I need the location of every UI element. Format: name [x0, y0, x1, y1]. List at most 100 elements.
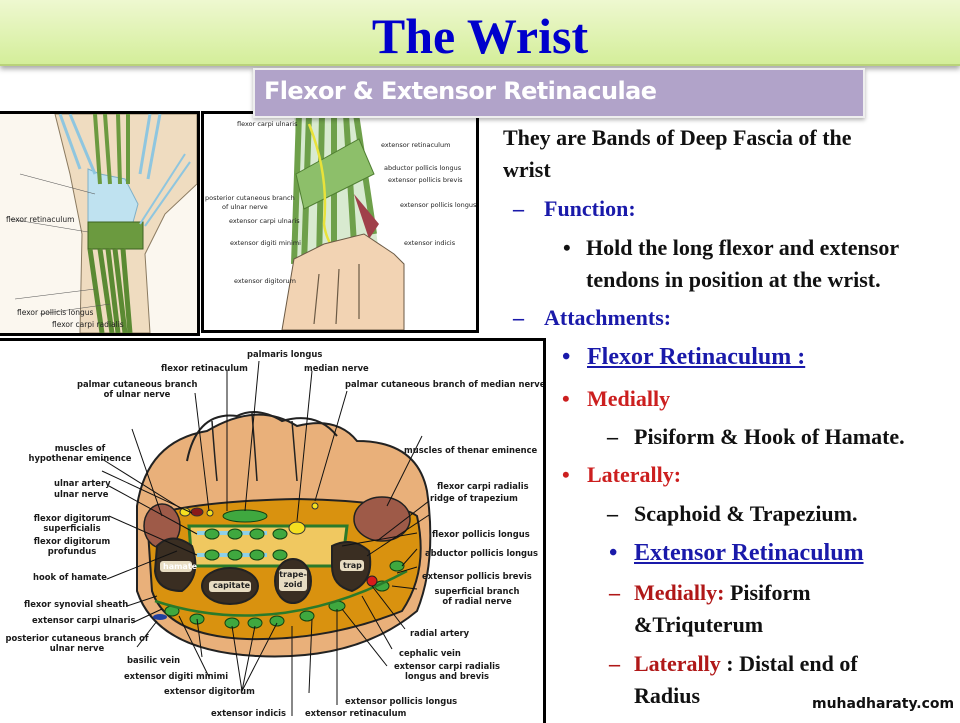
label-line: of radial nerve — [442, 596, 512, 606]
flexor-laterally-label: Laterally: — [587, 462, 682, 487]
label-extensor-carpi-ulnaris: extensor carpi ulnaris — [32, 615, 136, 625]
label-posterior-cutaneous-branch: posterior cutaneous branch — [205, 194, 295, 202]
extensor-laterally-line: Laterally : Distal end of — [634, 651, 858, 677]
label-hamate-bone: hamate — [163, 562, 198, 571]
label-radial-artery: radial artery — [410, 628, 470, 638]
flexor-bullet: • — [562, 344, 571, 370]
label-extensor-indicis: extensor indicis — [404, 239, 456, 247]
flexor-medially-label: Medially — [587, 386, 671, 411]
label-flexor-pollicis-longus: flexor pollicis longus — [17, 308, 94, 317]
label-extensor-digiti-minimi: extensor digiti minimi — [230, 239, 301, 247]
label-extensor-pollicis-brevis: extensor pollicis brevis — [388, 176, 463, 184]
watermark: muhadharaty.com — [812, 696, 955, 712]
label-flexor-carpi-ulnaris: flexor carpi ulnaris — [237, 120, 298, 128]
label-flexor-carpi-radialis: flexor carpi radialis — [437, 481, 529, 491]
flexor-medially-text: Pisiform & Hook of Hamate. — [634, 424, 905, 449]
label-line: ulnar nerve — [49, 643, 105, 653]
label-extensor-carpi-ulnaris: extensor carpi ulnaris — [229, 217, 300, 225]
flexor-medially-bullet: • — [562, 386, 570, 411]
label-cephalic-vein: cephalic vein — [399, 648, 461, 658]
label-line: of ulnar nerve — [103, 389, 171, 399]
label-median-nerve: median nerve — [304, 363, 369, 373]
label-palmaris-longus: palmaris longus — [247, 349, 323, 359]
label-flexor-retinaculum: flexor retinaculum — [6, 215, 75, 224]
flexor-medially-dash: – — [607, 424, 618, 449]
attachments-dash: – — [513, 305, 524, 330]
extensor-medially-text-2: &Triquterum — [634, 612, 764, 637]
label-line: longus and brevis — [404, 671, 490, 681]
label-flexor-pollicis-longus: flexor pollicis longus — [432, 529, 530, 539]
label-extensor-digiti-minimi: extensor digiti minimi — [124, 671, 229, 681]
extensor-retinaculum-heading: Extensor Retinaculum — [634, 540, 864, 566]
label-line: flexor digitorum — [33, 536, 111, 546]
label-line: palmar cutaneous branch — [77, 379, 198, 389]
function-bullet: • — [563, 235, 571, 260]
label-extensor-digitorum: extensor digitorum — [234, 277, 297, 285]
label-line: superficial branch — [434, 586, 520, 596]
flexor-laterally-bullet: • — [562, 462, 570, 487]
label-capitate-bone: capitate — [213, 581, 251, 590]
extensor-medially-label: Medially: — [634, 580, 725, 605]
label-extensor-retinaculum: extensor retinaculum — [305, 708, 407, 718]
intro-line-2: wrist — [503, 157, 551, 182]
flexor-laterally-dash: – — [607, 501, 618, 526]
label-extensor-retinaculum: extensor retinaculum — [381, 141, 451, 149]
slide-title: The Wrist — [371, 8, 589, 64]
title-bar: The Wrist — [0, 0, 960, 66]
label-flexor-synovial-sheath: flexor synovial sheath — [24, 599, 129, 609]
flexor-laterally-text: Scaphoid & Trapezium. — [634, 501, 858, 526]
palmar-wrist-drawing — [0, 114, 197, 333]
label-extensor-digitorum: extensor digitorum — [164, 686, 255, 696]
label-line: zoid — [283, 580, 303, 589]
label-trapezium-bone: trap — [343, 561, 362, 570]
extensor-laterally-label: Laterally — [634, 651, 721, 676]
slide-subtitle: Flexor & Extensor Retinaculae — [264, 77, 657, 105]
function-label: Function: — [544, 196, 636, 221]
extensor-laterally-text: : Distal end of — [720, 651, 858, 676]
function-text-1: Hold the long flexor and extensor — [586, 235, 900, 260]
label-abductor-pollicis-longus: abductor pollicis longus — [425, 548, 538, 558]
extensor-medially-dash: – — [609, 580, 620, 605]
palmar-wrist-illustration: flexor retinaculum flexor pollicis longu… — [0, 111, 200, 336]
extensor-medially-text: Pisiform — [724, 580, 811, 605]
label-ridge-of-trapezium: ridge of trapezium — [430, 493, 518, 503]
label-abductor-pollicis-longus: abductor pollicis longus — [384, 164, 462, 172]
label-line: superficialis — [43, 523, 101, 533]
label-trapezoid-bone: trape-zoid — [279, 570, 307, 590]
label-extensor-pollicis-longus: extensor pollicis longus — [345, 696, 458, 706]
extensor-laterally-text-2: Radius — [634, 683, 701, 708]
dorsal-wrist-drawing — [204, 114, 476, 330]
label-line: muscles of — [54, 443, 106, 453]
label-flexor-retinaculum: flexor retinaculum — [161, 363, 248, 373]
label-extensor-indicis: extensor indicis — [211, 708, 287, 718]
label-line: posterior cutaneous branch of — [5, 633, 149, 643]
function-text-2: tendons in position at the wrist. — [586, 267, 881, 292]
intro-line-1: They are Bands of Deep Fascia of the — [503, 125, 852, 150]
label-line: hypothenar eminence — [28, 453, 132, 463]
label-hook-of-hamate: hook of hamate — [33, 572, 107, 582]
label-line: profundus — [47, 546, 97, 556]
label-extensor-pollicis-longus: extensor pollicis longus — [400, 201, 477, 209]
label-ulnar-nerve: ulnar nerve — [54, 489, 109, 499]
label-palmar-cutaneous-branch-median: palmar cutaneous branch of median nerve — [345, 379, 546, 389]
cross-section-drawing — [0, 341, 543, 723]
label-line: trape- — [279, 570, 307, 579]
label-extensor-pollicis-brevis: extensor pollicis brevis — [422, 571, 532, 581]
label-line: flexor digitorum — [33, 513, 111, 523]
attachments-label: Attachments: — [544, 305, 672, 330]
label-thenar-muscles: muscles of thenar eminence — [404, 445, 538, 455]
flexor-retinaculum-heading: Flexor Retinaculum : — [587, 344, 806, 370]
wrist-cross-section-illustration: palmaris longus flexor retinaculum media… — [0, 338, 546, 723]
label-flexor-carpi-radialis: flexor carpi radialis — [52, 320, 124, 329]
label-of-ulnar-nerve: of ulnar nerve — [222, 203, 268, 211]
subtitle-box: Flexor & Extensor Retinaculae — [253, 68, 865, 118]
dorsal-wrist-illustration: flexor carpi ulnaris extensor retinaculu… — [201, 111, 479, 333]
extensor-bullet: • — [609, 540, 618, 566]
